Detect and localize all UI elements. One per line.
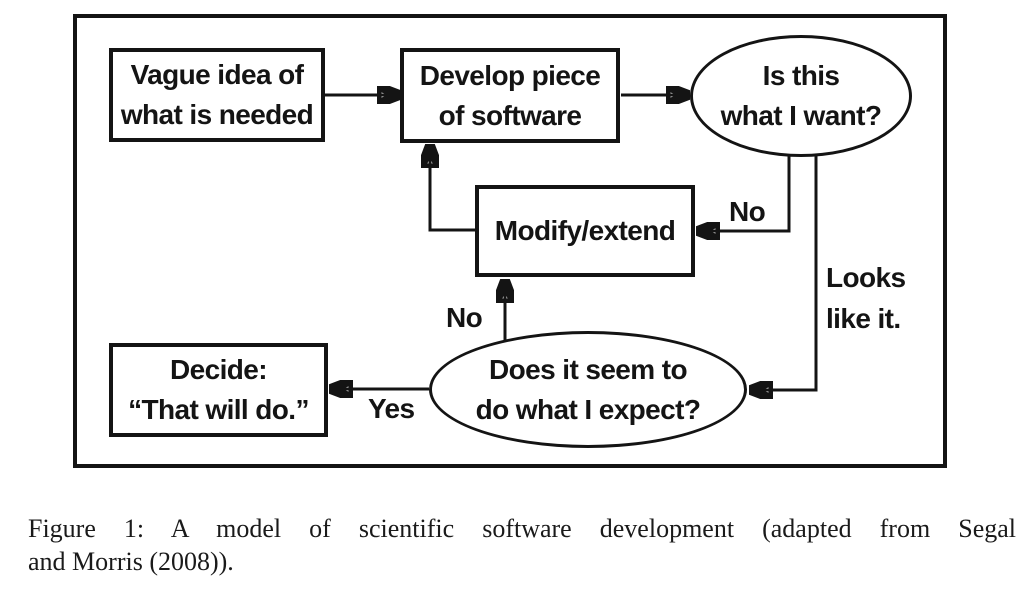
node-modify-extend: Modify/extend	[475, 185, 695, 277]
node-is-this-line1: Is this	[762, 60, 840, 91]
edge-isthis-looks-to-doesit	[752, 150, 818, 390]
node-does-it-seem-line2: do what I expect?	[475, 393, 701, 425]
edge-isthis-no-to-modify	[699, 150, 791, 231]
node-vague-idea-line1: Vague idea of	[130, 59, 304, 90]
node-does-it-seem: Does it seem to do what I expect?	[429, 331, 747, 448]
edge-modify-to-develop	[430, 147, 475, 232]
node-modify-extend-line1: Modify/extend	[494, 215, 676, 246]
edge-label-yes: Yes	[368, 393, 415, 424]
edge-label-no-lower: No	[446, 302, 483, 333]
edge-label-looks-line1: Looks	[826, 262, 906, 293]
caption-line-2: and Morris (2008)).	[28, 547, 234, 576]
node-develop-software-line2: of software	[438, 99, 582, 131]
node-vague-idea: Vague idea of what is needed	[109, 48, 325, 142]
node-does-it-seem-line1: Does it seem to	[489, 353, 688, 385]
figure-caption: Figure 1: A model of scientific software…	[28, 512, 1016, 578]
edge-label-looks-line2: like it.	[826, 303, 901, 334]
edge-label-no-upper: No	[729, 196, 766, 227]
node-decide-line1: Decide:	[170, 354, 268, 385]
node-decide-line2: “That will do.”	[128, 394, 309, 425]
node-is-this-line2: what I want?	[720, 100, 882, 131]
caption-line-1: Figure 1: A model of scientific software…	[28, 514, 1016, 543]
node-develop-software-line1: Develop piece	[419, 59, 601, 91]
node-vague-idea-line2: what is needed	[120, 99, 314, 130]
node-decide: Decide: “That will do.”	[109, 343, 328, 437]
node-develop-software: Develop piece of software	[400, 48, 620, 143]
edge-label-looks-like-it: Looks like it.	[826, 257, 906, 339]
node-is-this-what-i-want: Is this what I want?	[690, 35, 912, 157]
